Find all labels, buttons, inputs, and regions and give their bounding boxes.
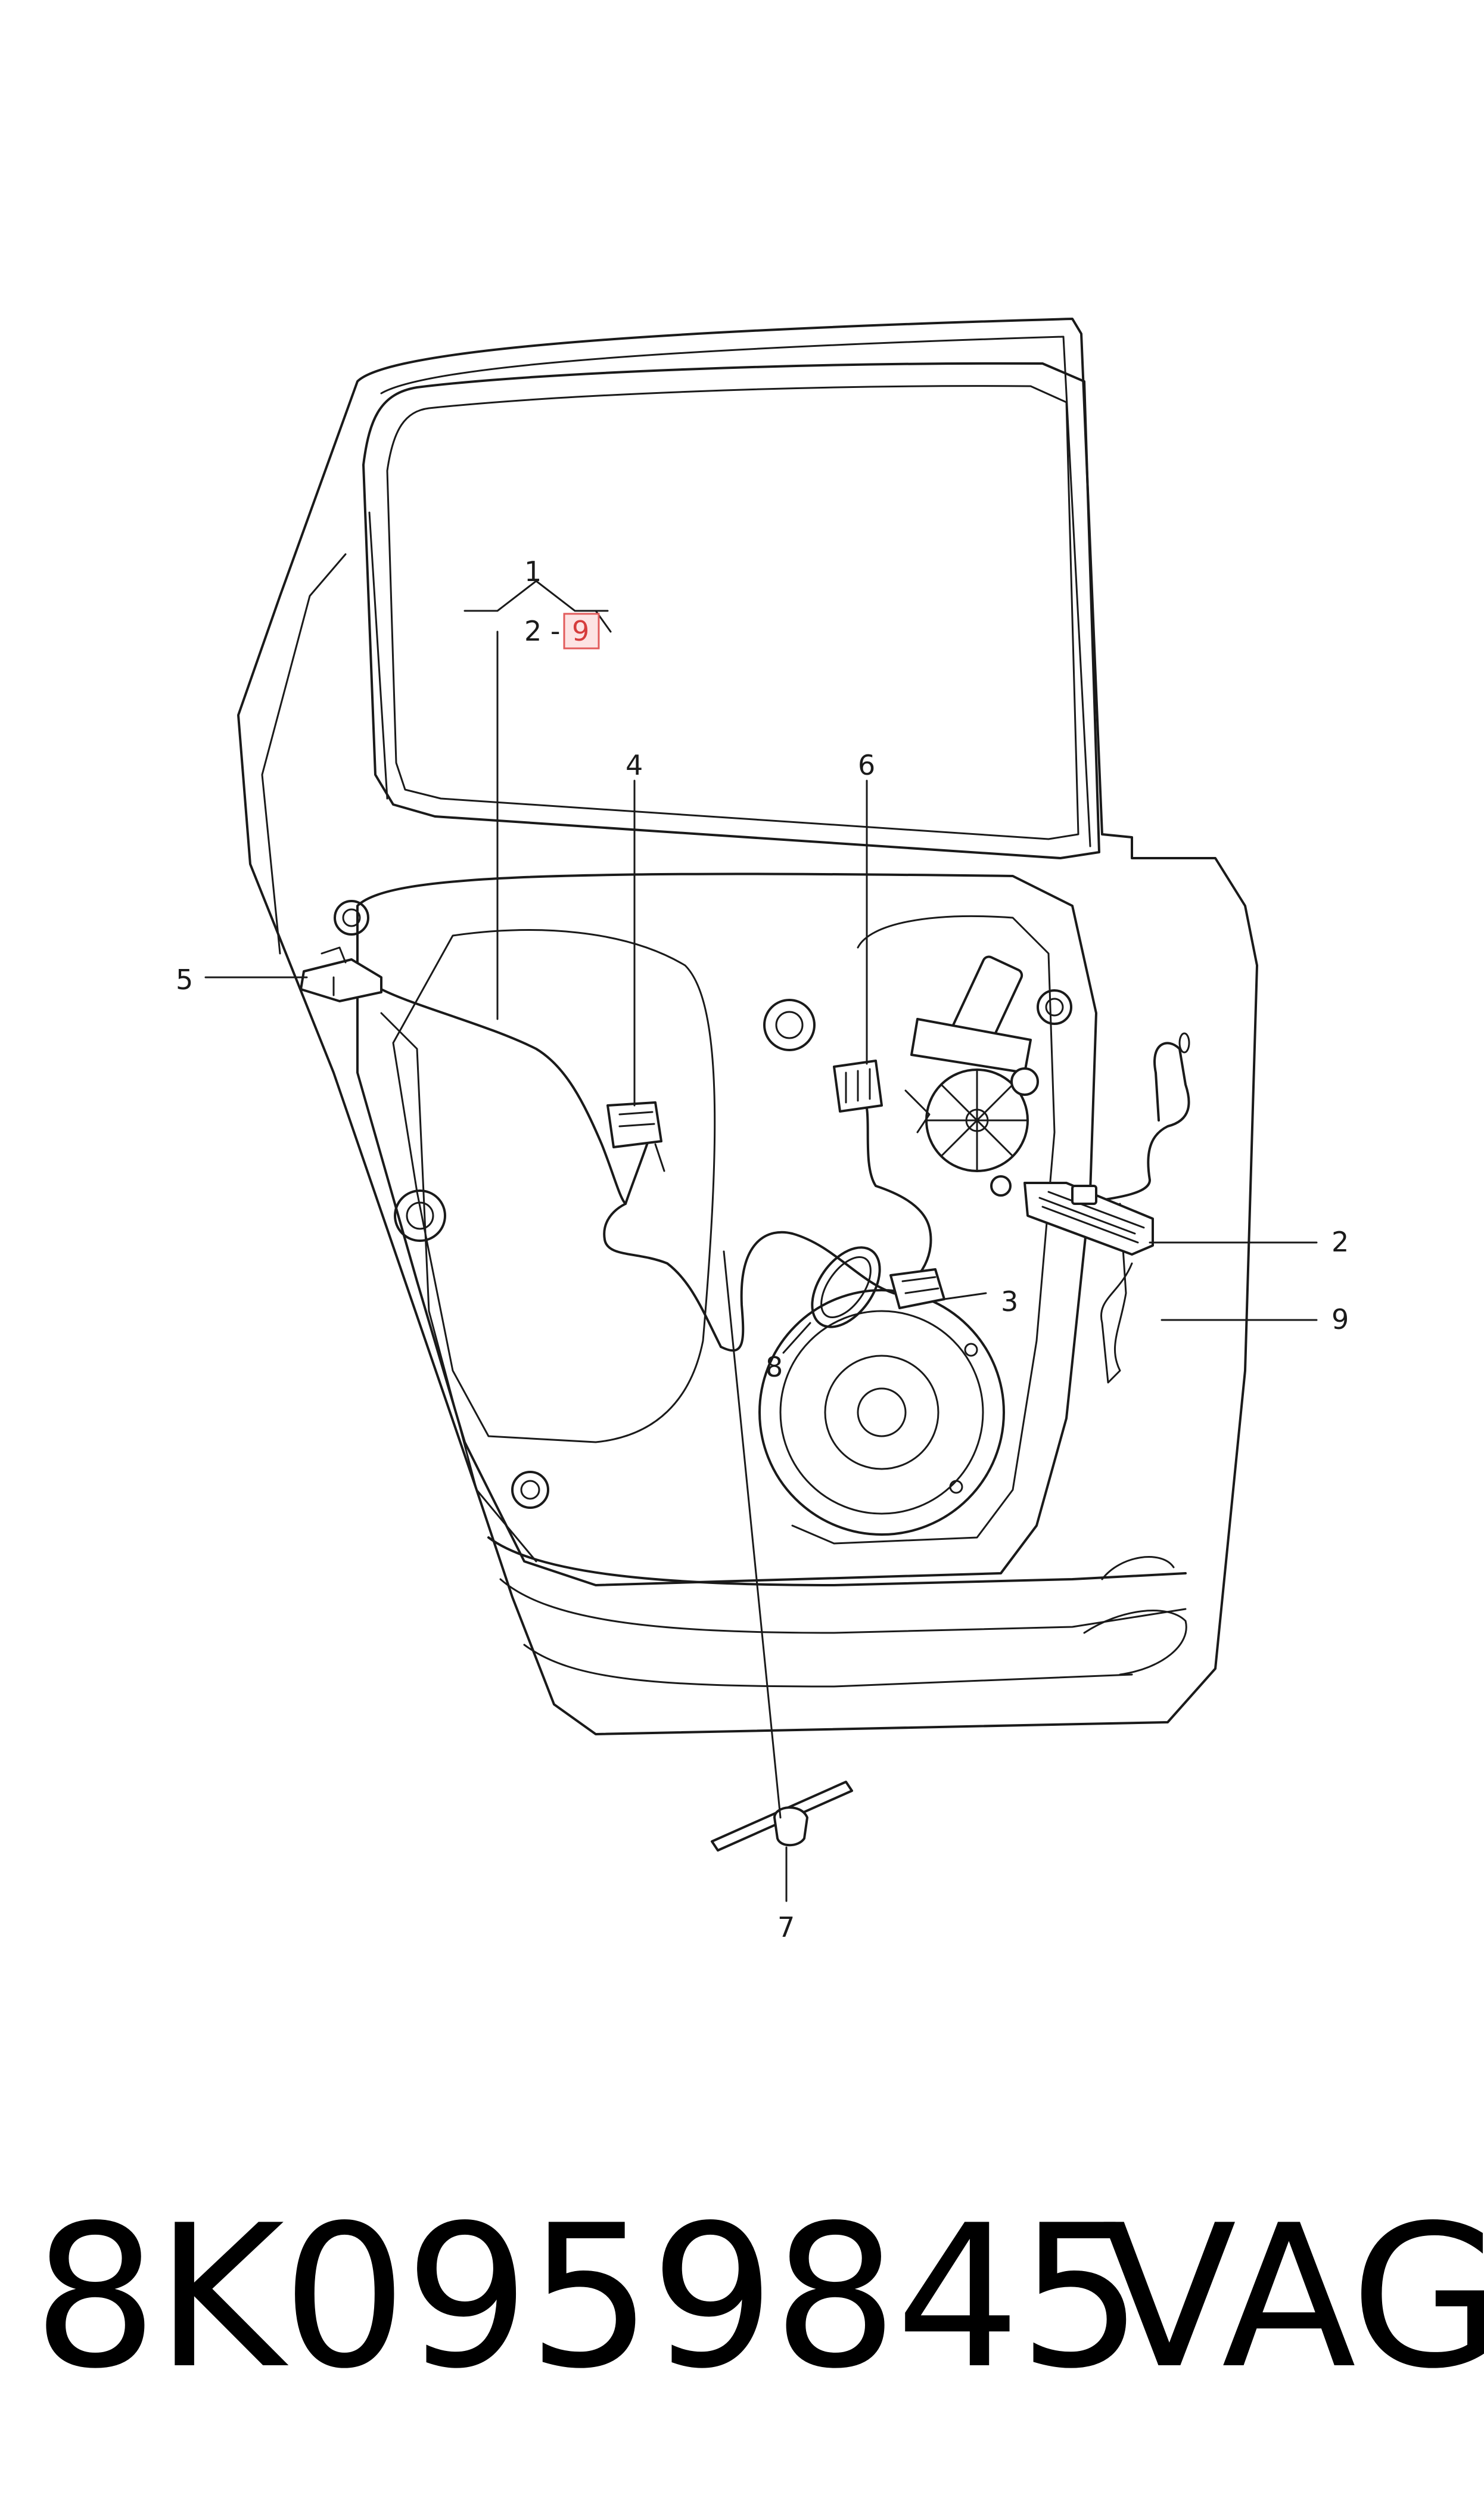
window-frame [362,362,1100,859]
leader-lines [204,580,1318,1902]
door-wiring-diagram: 1 2 - 9 2 3 4 5 6 7 8 9 [176,318,1349,1943]
door-shell [237,318,1258,1735]
wiring-harness [380,988,1190,1384]
callout-labels: 1 2 - 9 2 3 4 5 6 7 8 9 [176,555,1349,1943]
callout-range-highlight: 9 [572,615,589,647]
connectors [300,946,1154,1309]
grommets [334,900,1190,1509]
callout-7: 7 [777,1911,795,1943]
window-motor [904,955,1039,1197]
callout-6: 6 [858,749,875,781]
callout-1: 1 [524,555,542,588]
callout-5: 5 [176,964,193,996]
callout-4: 4 [626,749,643,781]
callout-2: 2 [1331,1226,1349,1258]
door-sill [487,1536,1187,1688]
cable-tie [711,1781,853,1852]
callout-range-prefix: 2 - [524,615,561,647]
callout-range-highlight-box [563,613,600,650]
part-number: 8K0959845 [33,2183,1143,2412]
callout-9: 9 [1331,1303,1349,1335]
inner-panel [356,872,1097,1586]
callout-8: 8 [766,1351,783,1383]
callout-3: 3 [1001,1285,1018,1318]
brand-label: VAG [1102,2183,1484,2412]
loudspeaker [758,1289,1005,1536]
